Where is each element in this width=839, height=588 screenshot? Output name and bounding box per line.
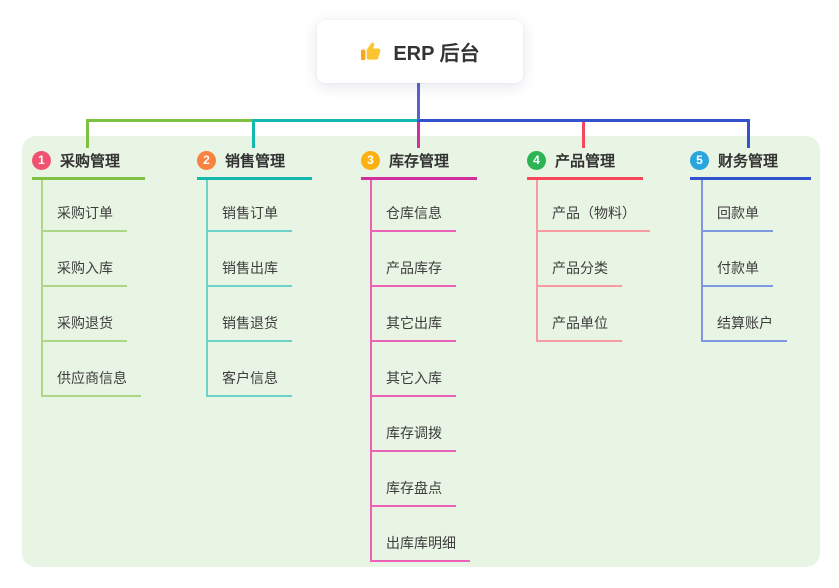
child-node[interactable]: 出库库明细 bbox=[370, 530, 470, 562]
child-node[interactable]: 采购入库 bbox=[41, 255, 127, 287]
mindmap-panel bbox=[22, 136, 820, 567]
root-connector bbox=[417, 83, 420, 120]
child-node[interactable]: 结算账户 bbox=[701, 310, 787, 342]
branch-label: 采购管理 bbox=[60, 153, 121, 170]
connector-bus-left-green bbox=[86, 119, 255, 122]
connector-drop-branch5 bbox=[747, 119, 750, 148]
child-node[interactable]: 销售退货 bbox=[206, 310, 292, 342]
connector-bus-left-teal bbox=[252, 119, 419, 122]
child-node[interactable]: 采购退货 bbox=[41, 310, 127, 342]
connector-drop-branch4 bbox=[582, 119, 585, 148]
child-node[interactable]: 产品分类 bbox=[536, 255, 622, 287]
branch-node-purchase[interactable]: 1 采购管理 bbox=[32, 149, 145, 180]
branch-node-inventory[interactable]: 3 库存管理 bbox=[361, 149, 477, 180]
child-node[interactable]: 产品单位 bbox=[536, 310, 622, 342]
child-node[interactable]: 回款单 bbox=[701, 200, 773, 232]
child-node[interactable]: 库存调拨 bbox=[370, 420, 456, 452]
branch-label: 库存管理 bbox=[389, 153, 450, 170]
branch-children-connector bbox=[41, 178, 43, 396]
branch-children-connector bbox=[206, 178, 208, 396]
branch-node-finance[interactable]: 5 财务管理 bbox=[690, 149, 811, 180]
child-node[interactable]: 销售出库 bbox=[206, 255, 292, 287]
child-node[interactable]: 销售订单 bbox=[206, 200, 292, 232]
child-node[interactable]: 客户信息 bbox=[206, 365, 292, 397]
branch-badge-5: 5 bbox=[690, 151, 709, 170]
branch-label: 销售管理 bbox=[225, 153, 286, 170]
branch-children-connector bbox=[536, 178, 538, 341]
child-node[interactable]: 库存盘点 bbox=[370, 475, 456, 507]
connector-drop-branch3 bbox=[417, 121, 420, 148]
branch-children-connector bbox=[701, 178, 703, 341]
branch-label: 财务管理 bbox=[718, 153, 779, 170]
branch-node-product[interactable]: 4 产品管理 bbox=[527, 149, 643, 180]
branch-badge-1: 1 bbox=[32, 151, 51, 170]
child-node[interactable]: 供应商信息 bbox=[41, 365, 141, 397]
connector-drop-branch2 bbox=[252, 119, 255, 148]
root-node[interactable]: ERP 后台 bbox=[317, 20, 523, 83]
child-node[interactable]: 付款单 bbox=[701, 255, 773, 287]
branch-badge-2: 2 bbox=[197, 151, 216, 170]
branch-node-sales[interactable]: 2 销售管理 bbox=[197, 149, 312, 180]
branch-label: 产品管理 bbox=[555, 153, 616, 170]
child-node[interactable]: 产品（物料） bbox=[536, 200, 650, 232]
thumbs-up-icon bbox=[361, 42, 381, 61]
connector-drop-branch1 bbox=[86, 119, 89, 148]
branch-badge-4: 4 bbox=[527, 151, 546, 170]
child-node[interactable]: 仓库信息 bbox=[370, 200, 456, 232]
child-node[interactable]: 采购订单 bbox=[41, 200, 127, 232]
child-node[interactable]: 其它入库 bbox=[370, 365, 456, 397]
child-node[interactable]: 其它出库 bbox=[370, 310, 456, 342]
root-label: ERP 后台 bbox=[393, 43, 480, 65]
connector-bus-right-blue bbox=[417, 119, 750, 122]
branch-children-connector bbox=[370, 178, 372, 561]
branch-badge-3: 3 bbox=[361, 151, 380, 170]
child-node[interactable]: 产品库存 bbox=[370, 255, 456, 287]
